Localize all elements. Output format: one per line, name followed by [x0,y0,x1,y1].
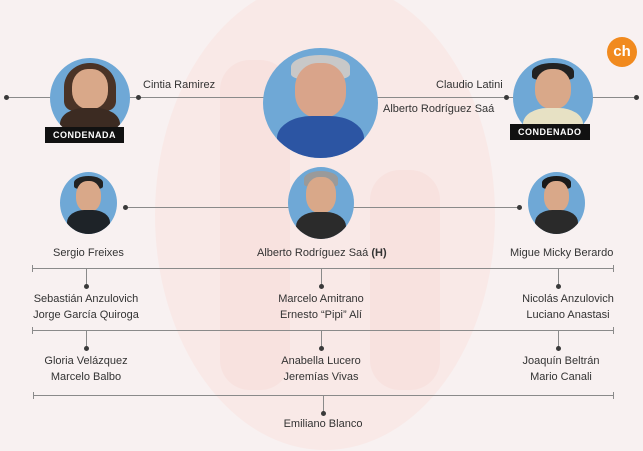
person-name: Marcelo Balbo [50,371,122,383]
person-name: Sebastián Anzulovich [33,293,139,305]
connector-dot [634,95,639,100]
avatar-cintia-ramirez [50,58,130,138]
person-name: Cintia Ramirez [143,79,216,91]
person-name: Claudio Latini [436,79,503,91]
bracket-end [613,392,614,399]
avatar-migue-micky-berardo [528,172,585,234]
person-name: Luciano Anastasi [526,309,610,321]
drop-line [321,268,322,286]
connector-dot [517,205,522,210]
drop-line [558,330,559,348]
status-badge-condenada: CONDENADA [45,127,124,143]
person-name: Mario Canali [530,371,592,383]
connector-dot [319,346,324,351]
connector-dot [123,205,128,210]
connector-dot [84,284,89,289]
person-name: Emiliano Blanco [283,418,363,430]
connector-dot [136,95,141,100]
connector-dot [4,95,9,100]
connector-dot [556,346,561,351]
avatar-sergio-freixes [60,172,117,234]
person-name: Marcelo Amitrano [278,293,364,305]
person-name: Jorge García Quiroga [33,309,139,321]
person-name: Alberto Rodríguez Saá [383,103,495,115]
person-name: Ernesto “Pipi” Alí [280,309,362,321]
status-badge-condenado: CONDENADO [510,124,590,140]
tier2-bracket-line [32,330,614,331]
connector-dot [556,284,561,289]
person-name: Alberto Rodríguez Saá [257,247,369,259]
bracket-end [32,265,33,272]
drop-line [323,395,324,413]
connector-dot [321,411,326,416]
avatar-alberto-rodriguez-saa-h [288,167,354,239]
brand-logo: ch [607,37,637,67]
drop-line [558,268,559,286]
name-suffix: (H) [371,247,387,259]
avatar-alberto-rodriguez-saa [263,48,378,158]
connector-dot [84,346,89,351]
person-name: Joaquín Beltrán [522,355,600,367]
connector-dot [319,284,324,289]
drop-line [86,330,87,348]
tier1-bracket-line [32,268,614,269]
bracket-end [33,392,34,399]
person-name: Sergio Freixes [53,247,124,259]
bracket-end [613,265,614,272]
connector-dot [504,95,509,100]
bracket-end [32,327,33,334]
person-name: Nicolás Anzulovich [522,293,614,305]
person-name: Jeremías Vivas [283,371,359,383]
avatar-claudio-latini [513,58,593,138]
drop-line [86,268,87,286]
person-name: Anabella Lucero [281,355,361,367]
person-name-with-suffix: Alberto Rodríguez Saá (H) [257,247,387,259]
bracket-end [613,327,614,334]
drop-line [321,330,322,348]
watermark-letter-h [370,170,440,390]
person-name: Migue Micky Berardo [510,247,614,259]
person-name: Gloria Velázquez [44,355,128,367]
